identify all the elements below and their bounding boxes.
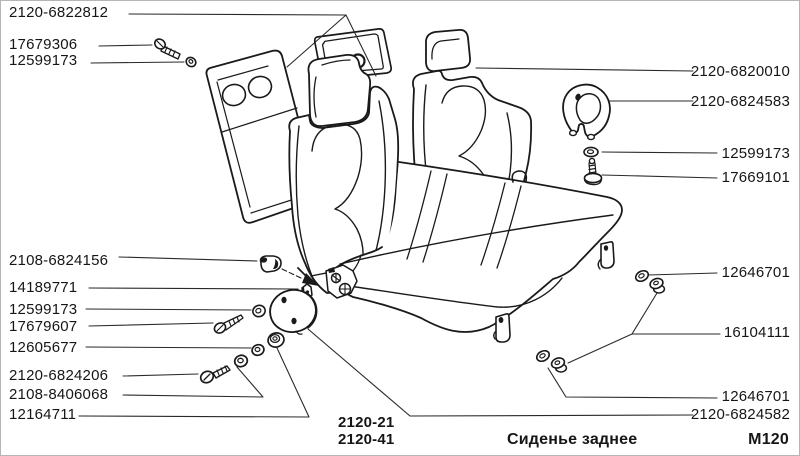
part-number-label: 12605677 <box>9 339 78 356</box>
nut-16104111-upper <box>649 277 666 294</box>
part-number-label: 2120-6824582 <box>690 406 790 423</box>
part-number-label: 12164711 <box>9 406 77 423</box>
nut-16104111-lower <box>550 357 568 373</box>
variant-code: 2120-41 <box>338 431 395 448</box>
part-number-label: 2108-6824156 <box>9 252 109 269</box>
part-number-label: 12599173 <box>9 301 78 318</box>
leader-lines <box>78 13 721 418</box>
washer-12599173-top <box>185 56 197 68</box>
part-number-label: 17679607 <box>9 318 78 335</box>
screw-17679607 <box>213 314 244 334</box>
figure-caption: Сиденье заднее <box>507 431 638 448</box>
part-number-label: 2108-8406068 <box>9 386 109 403</box>
washer-12599173-right <box>583 146 599 158</box>
part-number-label: 17669101 <box>721 169 790 186</box>
hinge-cover-2120-6824583 <box>562 83 611 141</box>
hinge-assembly <box>325 254 362 299</box>
part-number-label: 17679306 <box>9 36 78 53</box>
front-mount-bracket <box>493 313 511 343</box>
flanged-nut-12164711 <box>267 332 285 348</box>
nut-12605677 <box>251 343 265 357</box>
screw-2120-6824206 <box>199 365 231 384</box>
part-number-label: 2120-6824206 <box>9 367 109 384</box>
latch-2108-6824156 <box>259 255 304 280</box>
cushion-loop <box>511 170 528 183</box>
part-number-label: 16104111 <box>723 324 790 341</box>
page-code: М120 <box>748 431 789 448</box>
part-number-label: 2120-6820010 <box>690 63 790 80</box>
washer-12646701-upper <box>634 269 650 283</box>
center-backrest <box>288 85 400 294</box>
part-number-label: 14189771 <box>9 279 78 296</box>
variant-code: 2120-21 <box>338 414 395 431</box>
screw-17669101 <box>583 157 603 186</box>
center-headrest <box>307 54 372 127</box>
part-number-label: 2120-6824583 <box>690 93 790 110</box>
part-number-label: 12646701 <box>721 264 790 281</box>
part-number-label: 12599173 <box>721 145 790 162</box>
right-headrest <box>425 29 471 72</box>
hinge-cover-2120-6824582 <box>269 289 318 335</box>
rear-mount-bracket <box>597 241 615 270</box>
part-number-label: 2120-6822812 <box>9 4 109 21</box>
washer-12646701-lower <box>535 349 551 363</box>
washer-2108-8406068 <box>233 354 249 368</box>
part-number-label: 12646701 <box>721 388 790 405</box>
pointer-arrow <box>297 267 319 286</box>
washer-12599173-mid <box>252 304 266 318</box>
screw-17679306 <box>153 38 181 60</box>
part-number-label: 12599173 <box>9 52 78 69</box>
